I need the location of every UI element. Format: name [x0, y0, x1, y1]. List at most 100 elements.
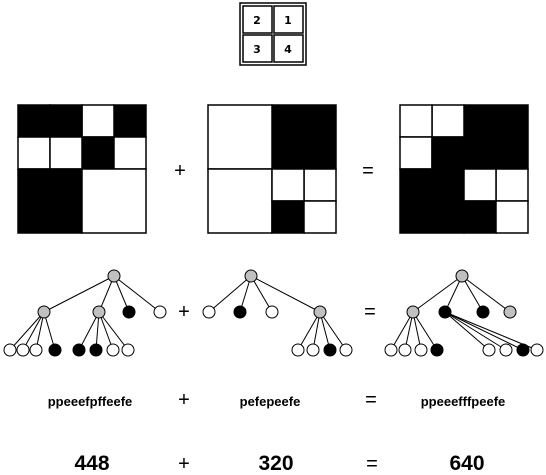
internal-node: [92, 305, 106, 319]
tree-edge: [444, 311, 524, 351]
white-leaf-node: [3, 343, 17, 357]
plus-operator: +: [174, 160, 186, 182]
white-leaf-node: [530, 343, 544, 357]
tree-nodes: [384, 269, 544, 357]
tree-edge: [208, 275, 252, 313]
image-grid-middle: [207, 104, 337, 234]
black-cell: [463, 104, 529, 170]
black-leaf-node: [438, 305, 452, 319]
white-cell: [495, 200, 529, 234]
white-cell: [81, 104, 115, 138]
white-cell: [431, 104, 465, 138]
white-leaf-node: [384, 343, 398, 357]
image-grid-left: [17, 104, 147, 234]
white-leaf-node: [339, 343, 353, 357]
tree-edge: [9, 311, 45, 351]
tree-edge: [78, 311, 100, 351]
tree-nodes: [3, 269, 167, 357]
white-leaf-node: [153, 305, 167, 319]
tree-edge: [297, 311, 321, 351]
preorder-code-right: ppeeefffpeefe: [421, 394, 506, 409]
black-cell: [113, 104, 147, 138]
white-leaf-node: [482, 343, 496, 357]
tree-edge: [113, 275, 161, 313]
white-leaf-node: [265, 305, 279, 319]
quadtree-diagram-middle: [202, 269, 353, 357]
black-leaf-node: [476, 305, 490, 319]
pixel-count-right: 640: [449, 452, 484, 475]
white-leaf-node: [291, 343, 305, 357]
black-cell: [17, 104, 51, 138]
preorder-code-middle: pefepeefe: [240, 394, 301, 409]
tree-edge: [444, 311, 507, 351]
white-leaf-node: [121, 343, 135, 357]
black-leaf-node: [48, 343, 62, 357]
black-cell: [399, 168, 465, 234]
image-grid-right: [399, 104, 529, 234]
white-cell: [81, 168, 147, 234]
root-node: [455, 269, 469, 283]
black-leaf-node: [122, 305, 136, 319]
white-leaf-node: [414, 343, 428, 357]
pixel-count-left: 448: [74, 452, 109, 475]
white-cell: [207, 104, 273, 170]
tree-edge: [444, 275, 463, 313]
white-cell: [271, 168, 305, 202]
tree-edge: [390, 311, 414, 351]
tree-edges: [9, 275, 161, 351]
white-cell: [49, 136, 83, 170]
white-cell: [113, 136, 147, 170]
black-cell: [431, 136, 465, 170]
black-leaf-node: [72, 343, 86, 357]
white-cell: [399, 136, 433, 170]
tree-edge: [22, 311, 45, 351]
internal-node: [406, 305, 420, 319]
root-node: [107, 269, 121, 283]
black-leaf-node: [430, 343, 444, 357]
tree-edge: [412, 275, 463, 313]
white-leaf-node: [16, 343, 30, 357]
legend-quadrant-label: 2: [253, 14, 261, 27]
quadtree-diagram-left: [3, 269, 167, 357]
tree-edge: [461, 275, 484, 313]
tree-edge: [98, 311, 114, 351]
tree-edge: [43, 275, 115, 313]
plus-operator: +: [178, 453, 190, 475]
tree-edge: [43, 311, 56, 351]
black-leaf-node: [516, 343, 530, 357]
quadtree-diagram-right: [384, 269, 544, 357]
equals-operator: =: [364, 301, 376, 323]
black-cell: [81, 136, 115, 170]
black-cell: [271, 104, 337, 170]
white-leaf-node: [306, 343, 320, 357]
black-leaf-node: [233, 305, 247, 319]
internal-node: [37, 305, 51, 319]
white-leaf-node: [202, 305, 216, 319]
equals-operator: =: [366, 453, 378, 475]
quadrant-legend: 2 1 3 4: [239, 2, 307, 66]
white-cell: [303, 168, 337, 202]
internal-node: [313, 305, 327, 319]
legend-quadrant-label: 1: [284, 14, 292, 27]
internal-node: [503, 305, 517, 319]
root-node: [244, 269, 258, 283]
black-cell: [17, 168, 83, 234]
black-cell: [49, 104, 83, 138]
white-cell: [495, 168, 529, 202]
white-cell: [207, 168, 273, 234]
white-cell: [463, 168, 497, 202]
white-cell: [17, 136, 51, 170]
legend-quadrant-label: 3: [253, 43, 261, 56]
equals-operator: =: [362, 160, 374, 182]
plus-operator: +: [178, 301, 190, 323]
tree-edge: [98, 311, 129, 351]
plus-operator: +: [178, 389, 190, 411]
black-cell: [463, 200, 497, 234]
white-leaf-node: [398, 343, 412, 357]
pixel-count-middle: 320: [258, 452, 293, 475]
black-cell: [271, 200, 305, 234]
tree-edge: [412, 311, 438, 351]
tree-nodes: [202, 269, 353, 357]
white-leaf-node: [106, 343, 120, 357]
